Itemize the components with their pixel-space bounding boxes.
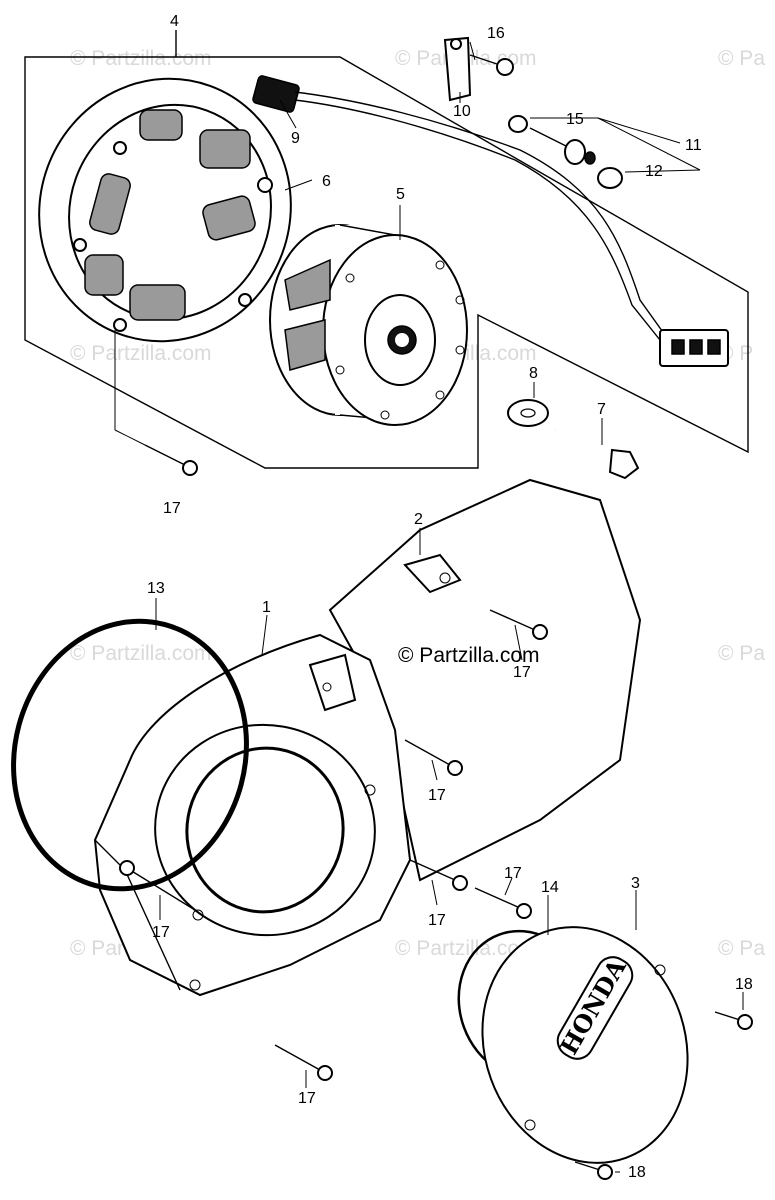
rear-cover-2 — [328, 478, 642, 882]
callout-3: 3 — [631, 875, 640, 892]
watermark-main: © Partzilla.com — [398, 644, 540, 667]
callout-17g: 17 — [298, 1090, 316, 1107]
gasket-13 — [11, 618, 249, 892]
callout-17f: 17 — [152, 924, 170, 941]
callout-14: 14 — [541, 879, 559, 896]
group-bracket-outline — [24, 30, 749, 469]
stator-ring — [38, 77, 292, 343]
washer-8 — [507, 399, 549, 427]
screws-17 — [119, 444, 548, 1081]
svg-text:© Partzilla.com: © Partzilla.com — [395, 937, 537, 960]
bolt-7 — [552, 425, 640, 480]
callout-17d: 17 — [504, 865, 522, 882]
callout-7: 7 — [597, 401, 606, 418]
wire-harness — [252, 75, 729, 367]
callout-18a: 18 — [735, 976, 753, 993]
svg-text:© Pa: © Pa — [718, 937, 765, 960]
callout-8: 8 — [529, 365, 538, 382]
callout-15: 15 — [566, 111, 584, 128]
svg-text:© Pa: © Pa — [718, 642, 765, 665]
rotor — [269, 224, 468, 426]
svg-text:© Partzilla.com: © Partzilla.com — [70, 342, 212, 365]
callout-10: 10 — [453, 103, 471, 120]
left-crankcase-cover-1 — [93, 633, 412, 997]
cable-clamp-bracket — [443, 36, 472, 102]
callout-16: 16 — [487, 25, 505, 42]
callout-17a: 17 — [163, 500, 181, 517]
point-cover-3: HONDA — [481, 926, 689, 1164]
callout-2: 2 — [414, 511, 423, 528]
callout-5: 5 — [396, 186, 405, 203]
svg-text:© Partzilla.com: © Partzilla.com — [70, 47, 212, 70]
svg-text:© Pa: © Pa — [718, 47, 765, 70]
grommet-set — [508, 115, 623, 189]
callout-12: 12 — [645, 163, 663, 180]
callout-11: 11 — [685, 137, 702, 154]
screw-16 — [469, 54, 514, 76]
callout-17e: 17 — [428, 912, 446, 929]
callout-numbers: 4 16 10 15 11 12 9 6 5 8 7 17 2 13 1 17 … — [147, 13, 753, 1181]
callout-17c: 17 — [428, 787, 446, 804]
screws-18 — [574, 1011, 753, 1180]
callout-4: 4 — [170, 13, 179, 30]
callout-6: 6 — [322, 173, 331, 190]
callout-9: 9 — [291, 130, 300, 147]
callout-17b: 17 — [513, 664, 531, 681]
callout-1: 1 — [262, 599, 271, 616]
callout-18b: 18 — [628, 1164, 646, 1181]
leader-lines — [114, 41, 744, 1173]
svg-text:© Partzilla.com: © Partzilla.com — [70, 642, 212, 665]
callout-13: 13 — [147, 580, 165, 597]
